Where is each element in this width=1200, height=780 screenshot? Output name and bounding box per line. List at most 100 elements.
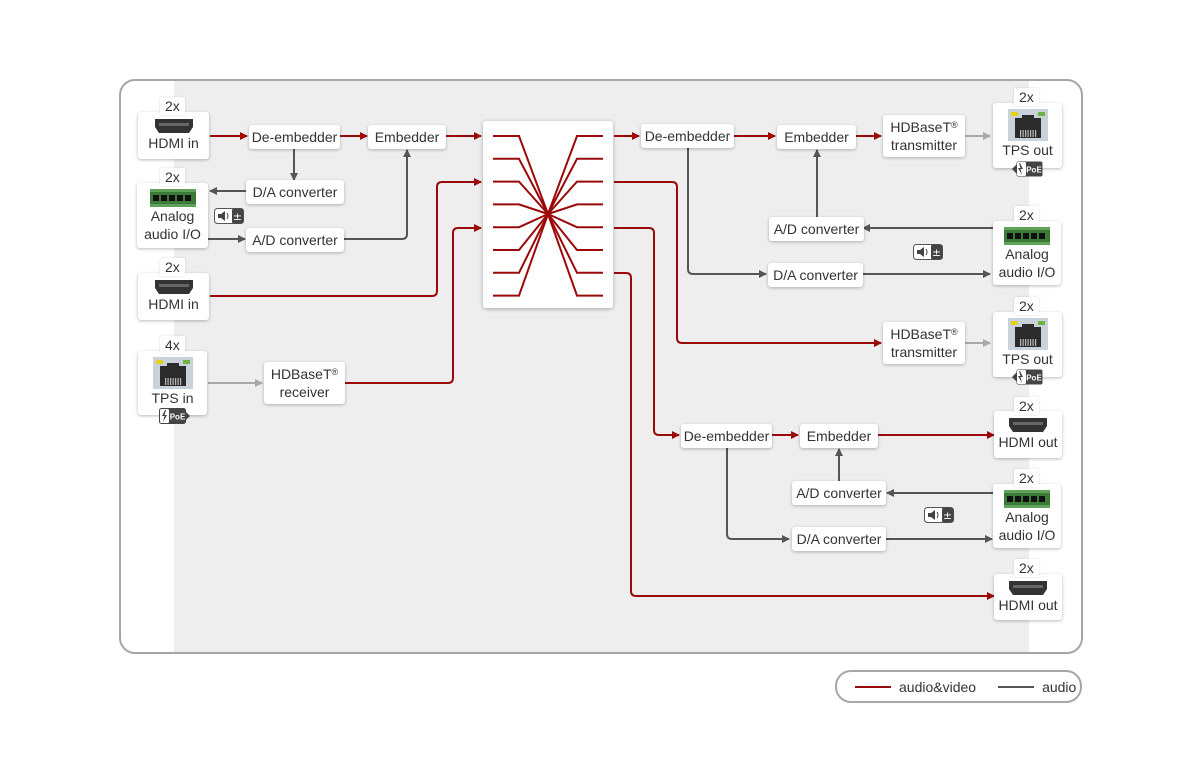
da-converter-block-l: D/A converter — [246, 180, 344, 204]
svg-text:±: ± — [233, 210, 242, 223]
legend-label-audio-video: audio&video — [899, 678, 977, 695]
port-label: TPS in — [151, 390, 194, 406]
svg-text:±: ± — [932, 246, 941, 259]
matrix-crosspoint-icon — [493, 135, 603, 297]
port-label-line2: audio I/O — [998, 264, 1056, 280]
hdmi-connector-icon — [1009, 581, 1047, 595]
wire-matrix-to-deembedder-r3 — [614, 227, 680, 439]
matrix-input-line — [493, 157, 549, 215]
matrix-output-line — [547, 213, 603, 297]
tps-out-port-2: TPS out — [993, 312, 1062, 377]
legend-swatch-audio-video — [855, 685, 891, 688]
matrix-output-line — [547, 213, 603, 229]
wire-ad-to-embedder — [343, 149, 411, 240]
port-label-line2: audio I/O — [144, 226, 201, 242]
de-embedder-block-l: De-embedder — [249, 125, 340, 149]
port-count: 2x — [160, 97, 185, 115]
wire-deembedder-r1-to-da-r1 — [687, 148, 767, 278]
matrix-input-line — [493, 213, 549, 229]
wire-hdmi-in2-to-matrix — [210, 178, 482, 297]
hdbaset-receiver-block: HDBaseT®receiver — [264, 362, 345, 404]
port-label-line2: audio I/O — [998, 527, 1056, 543]
port-label: HDMI in — [148, 296, 199, 312]
ad-converter-block-l: A/D converter — [246, 228, 344, 252]
svg-text:PoE: PoE — [1026, 166, 1042, 175]
analog-audio-io-port-in: Analog audio I/O — [137, 183, 208, 248]
ad-converter-block-r3: A/D converter — [792, 481, 886, 505]
terminal-block-icon — [1004, 227, 1050, 245]
port-label-line1: Analog — [1005, 509, 1049, 525]
wire-receiver-to-matrix — [345, 224, 482, 384]
embedder-block-r1: Embedder — [777, 125, 856, 149]
terminal-block-icon — [149, 189, 196, 207]
rj45-icon — [1007, 109, 1048, 141]
ad-converter-block-r1: A/D converter — [769, 217, 864, 241]
port-label: HDMI out — [998, 597, 1058, 613]
port-count: 2x — [1014, 297, 1039, 315]
embedder-block-r3: Embedder — [800, 424, 878, 448]
port-count: 2x — [1014, 397, 1039, 415]
hdbaset-transmitter-block-2: HDBaseT®transmitter — [883, 322, 965, 364]
svg-text:±: ± — [943, 509, 952, 522]
matrix-input-line — [493, 135, 549, 215]
tps-out-port-1: TPS out — [993, 103, 1062, 168]
wire-matrix-to-transmitter-r2 — [614, 181, 882, 347]
poe-badge-icon: PoE — [1012, 369, 1043, 385]
port-count: 2x — [1014, 206, 1039, 224]
svg-text:PoE: PoE — [1026, 374, 1042, 383]
legend: audio&video audio — [835, 670, 1082, 703]
svg-text:PoE: PoE — [170, 413, 186, 422]
hdmi-out-port-2: HDMI out — [994, 574, 1062, 620]
poe-badge-icon: PoE — [1012, 161, 1043, 177]
de-embedder-block-r3: De-embedder — [681, 424, 772, 448]
matrix-output-line — [547, 203, 603, 215]
hdbaset-transmitter-block-1: HDBaseT®transmitter — [883, 115, 965, 157]
hdmi-in-port-1: HDMI in — [138, 112, 209, 159]
port-label: HDMI in — [148, 135, 199, 151]
port-count: 4x — [160, 336, 185, 354]
rj45-icon — [1007, 318, 1048, 350]
port-label-line1: Analog — [150, 208, 195, 224]
port-label-line1: Analog — [1005, 246, 1049, 262]
poe-badge-icon: PoE — [159, 408, 190, 424]
matrix-input-line — [493, 203, 549, 215]
port-label: TPS out — [1002, 351, 1053, 367]
hdmi-connector-icon — [1009, 418, 1047, 432]
da-converter-block-r1: D/A converter — [768, 263, 863, 287]
port-count: 2x — [1014, 88, 1039, 106]
port-label: HDMI out — [998, 434, 1058, 450]
matrix-output-line — [547, 213, 603, 251]
volume-level-icon: ± — [913, 244, 943, 260]
port-count: 2x — [160, 258, 185, 276]
analog-audio-io-port-out-2: Analog audio I/O — [993, 484, 1061, 548]
matrix-input-line — [493, 213, 549, 251]
tps-in-port: TPS in — [138, 351, 207, 415]
wire-matrix-to-hdmi-out-2 — [614, 272, 995, 600]
legend-swatch-audio — [998, 685, 1035, 688]
analog-audio-io-port-out-1: Analog audio I/O — [993, 221, 1061, 285]
port-label: TPS out — [1002, 142, 1053, 158]
wire-deembedder-r3-to-da-r3 — [726, 447, 790, 543]
matrix-output-line — [547, 157, 603, 215]
port-count: 2x — [1014, 469, 1039, 487]
port-count: 2x — [160, 168, 185, 186]
rj45-icon — [152, 357, 193, 389]
hdmi-connector-icon — [154, 280, 193, 294]
da-converter-block-r3: D/A converter — [792, 527, 886, 551]
matrix-input-line — [493, 213, 549, 297]
terminal-block-icon — [1004, 490, 1050, 508]
crosspoint-matrix — [483, 121, 613, 308]
embedder-block-l: Embedder — [368, 125, 446, 149]
matrix-input-line — [493, 180, 549, 215]
hdmi-out-port-1: HDMI out — [994, 411, 1062, 458]
volume-level-icon: ± — [214, 208, 244, 224]
matrix-output-line — [547, 180, 603, 215]
matrix-input-line — [493, 213, 549, 274]
de-embedder-block-r1: De-embedder — [641, 124, 734, 148]
hdmi-connector-icon — [154, 119, 193, 133]
matrix-output-line — [547, 135, 603, 215]
hdmi-in-port-2: HDMI in — [138, 273, 209, 320]
port-count: 2x — [1014, 559, 1039, 577]
legend-label-audio: audio — [1042, 678, 1077, 695]
